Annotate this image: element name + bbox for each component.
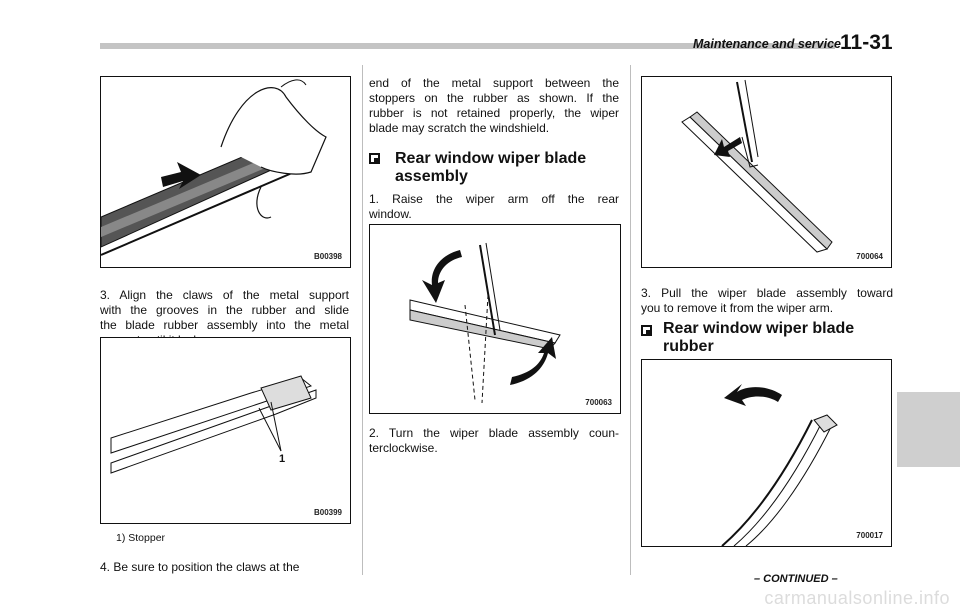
callout-number: 1 xyxy=(279,453,286,465)
heading-line: Rear window wiper blade xyxy=(395,150,587,167)
text-line: 2. Turn the wiper blade assembly coun- xyxy=(369,426,619,440)
heading-line: Rear window wiper blade xyxy=(663,320,855,337)
section-marker-icon xyxy=(369,153,380,164)
arrow-icon xyxy=(161,162,201,189)
arrow-icon xyxy=(510,337,556,385)
text-line: terclockwise. xyxy=(369,441,438,455)
section-title: Maintenance and service xyxy=(693,37,841,51)
column-divider xyxy=(362,65,363,575)
section-heading: Rear window wiper blade assembly xyxy=(395,150,586,186)
figure-code: 700017 xyxy=(856,531,883,540)
figure-blade-slide: B00398 xyxy=(100,76,351,268)
text-line: blade may scratch the windshield. xyxy=(369,121,550,135)
text-line: you to remove it from the wiper arm. xyxy=(641,301,834,315)
text-line: end of the metal support between the xyxy=(369,76,619,90)
arrow-icon xyxy=(714,137,742,157)
arrow-icon xyxy=(724,384,782,406)
remove-blade-illustration xyxy=(681,79,833,253)
figure-caption: 1) Stopper xyxy=(116,532,166,544)
chapter-tab xyxy=(897,392,960,467)
figure-raise-arm: 700063 xyxy=(369,224,621,414)
heading-line: rubber xyxy=(663,338,714,355)
step-2-text: 2. Turn the wiper blade assembly coun- t… xyxy=(369,426,619,456)
section-marker-icon xyxy=(641,325,652,336)
watermark: carmanualsonline.info xyxy=(764,588,950,608)
figure-remove-blade: 700064 xyxy=(641,76,892,268)
step-4-text: 4. Be sure to position the claws at the xyxy=(100,560,300,574)
step-1-text: 1. Raise the wiper arm off the rear wind… xyxy=(369,192,619,222)
text-line: 3. Pull the wiper blade assembly toward xyxy=(641,286,893,300)
figure-code: 700064 xyxy=(856,252,883,261)
step-3-remove-text: 3. Pull the wiper blade assembly toward … xyxy=(641,286,893,316)
blade-slide-illustration xyxy=(101,79,327,256)
heading-line: assembly xyxy=(395,168,468,185)
text-line: with the grooves in the rubber and slide xyxy=(100,303,349,317)
text-line: window. xyxy=(369,207,412,221)
text-line: stoppers on the rubber as shown. If the xyxy=(369,91,619,105)
section-heading: Rear window wiper blade rubber xyxy=(663,320,854,356)
header-rule xyxy=(100,43,835,49)
figure-code: B00398 xyxy=(313,252,342,261)
text-line: 3. Align the claws of the metal support xyxy=(100,288,349,302)
figure-code: B00399 xyxy=(313,508,342,517)
figure-blade-rubber: 700017 xyxy=(641,359,892,547)
blade-rubber-illustration xyxy=(721,384,838,546)
text-line: 1. Raise the wiper arm off the rear xyxy=(369,192,619,206)
figure-stopper: 1 B00399 xyxy=(100,337,351,524)
text-line: rubber is not retained properly, the wip… xyxy=(369,106,619,120)
figure-code: 700063 xyxy=(585,398,612,407)
stopper-illustration xyxy=(110,375,317,474)
step-4-continuation: end of the metal support between the sto… xyxy=(369,76,619,136)
raise-arm-illustration xyxy=(409,242,561,404)
continued-label: – CONTINUED – xyxy=(754,573,838,585)
text-line: the blade rubber assembly into the metal xyxy=(100,318,349,332)
column-divider xyxy=(630,65,631,575)
page-number: 11-31 xyxy=(840,31,893,54)
arrow-icon xyxy=(422,250,462,303)
